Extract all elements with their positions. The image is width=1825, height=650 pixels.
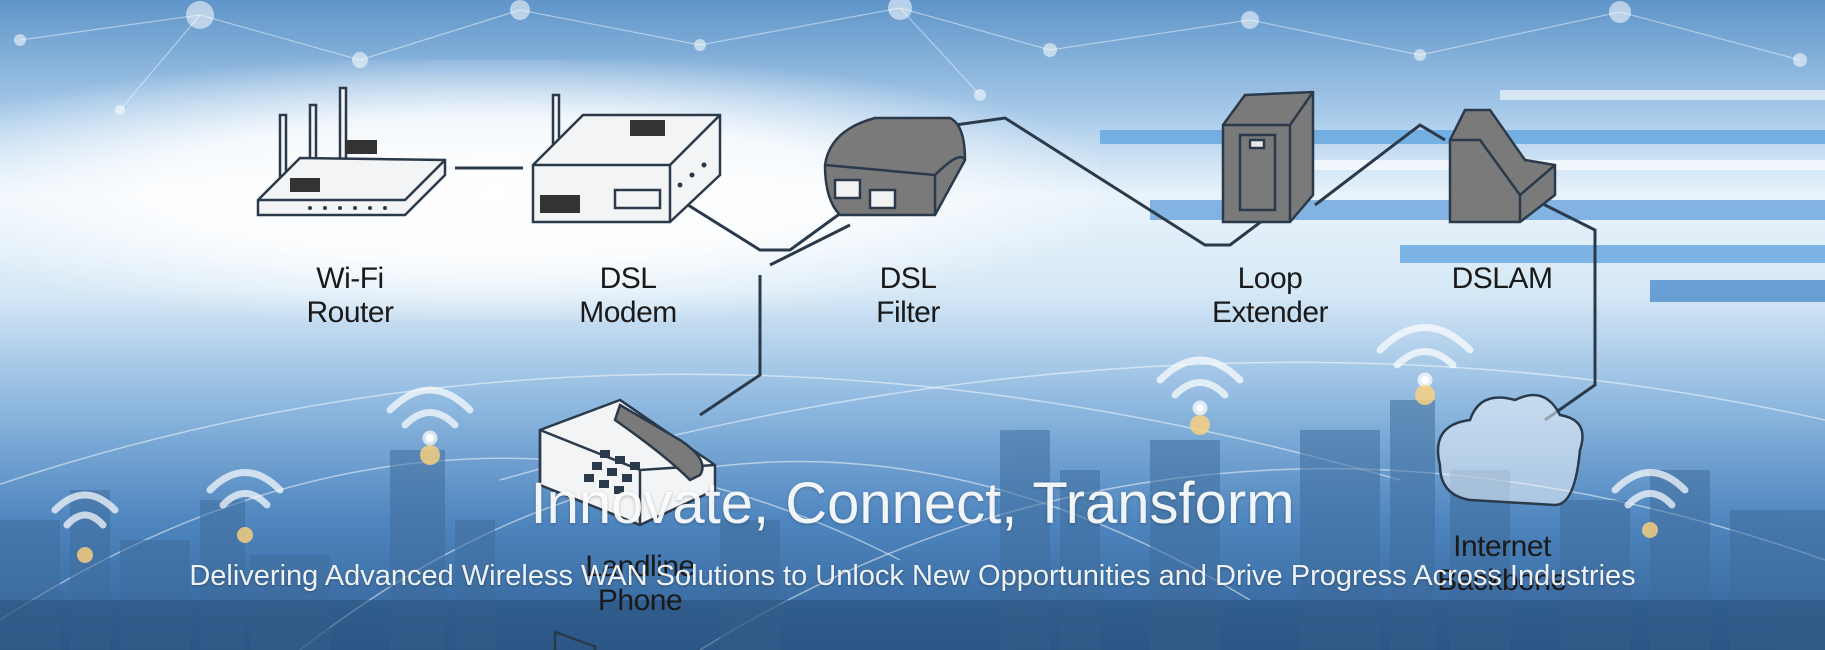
label-dsl-modem: DSL Modem — [579, 262, 677, 329]
label-dsl-filter: DSL Filter — [876, 262, 940, 329]
label-dslam: DSLAM — [1451, 262, 1553, 295]
label-loop-extender: Loop Extender — [1211, 262, 1329, 329]
label-wifi-router: Wi-Fi Router — [306, 262, 394, 329]
hero-subheadline: Delivering Advanced Wireless WAN Solutio… — [189, 560, 1636, 592]
label-landline-phone: Landline Phone — [585, 550, 695, 617]
label-internet-backbone: Internet Backbone — [1437, 530, 1567, 597]
hero-headline: Innovate, Connect, Transform — [530, 471, 1295, 536]
